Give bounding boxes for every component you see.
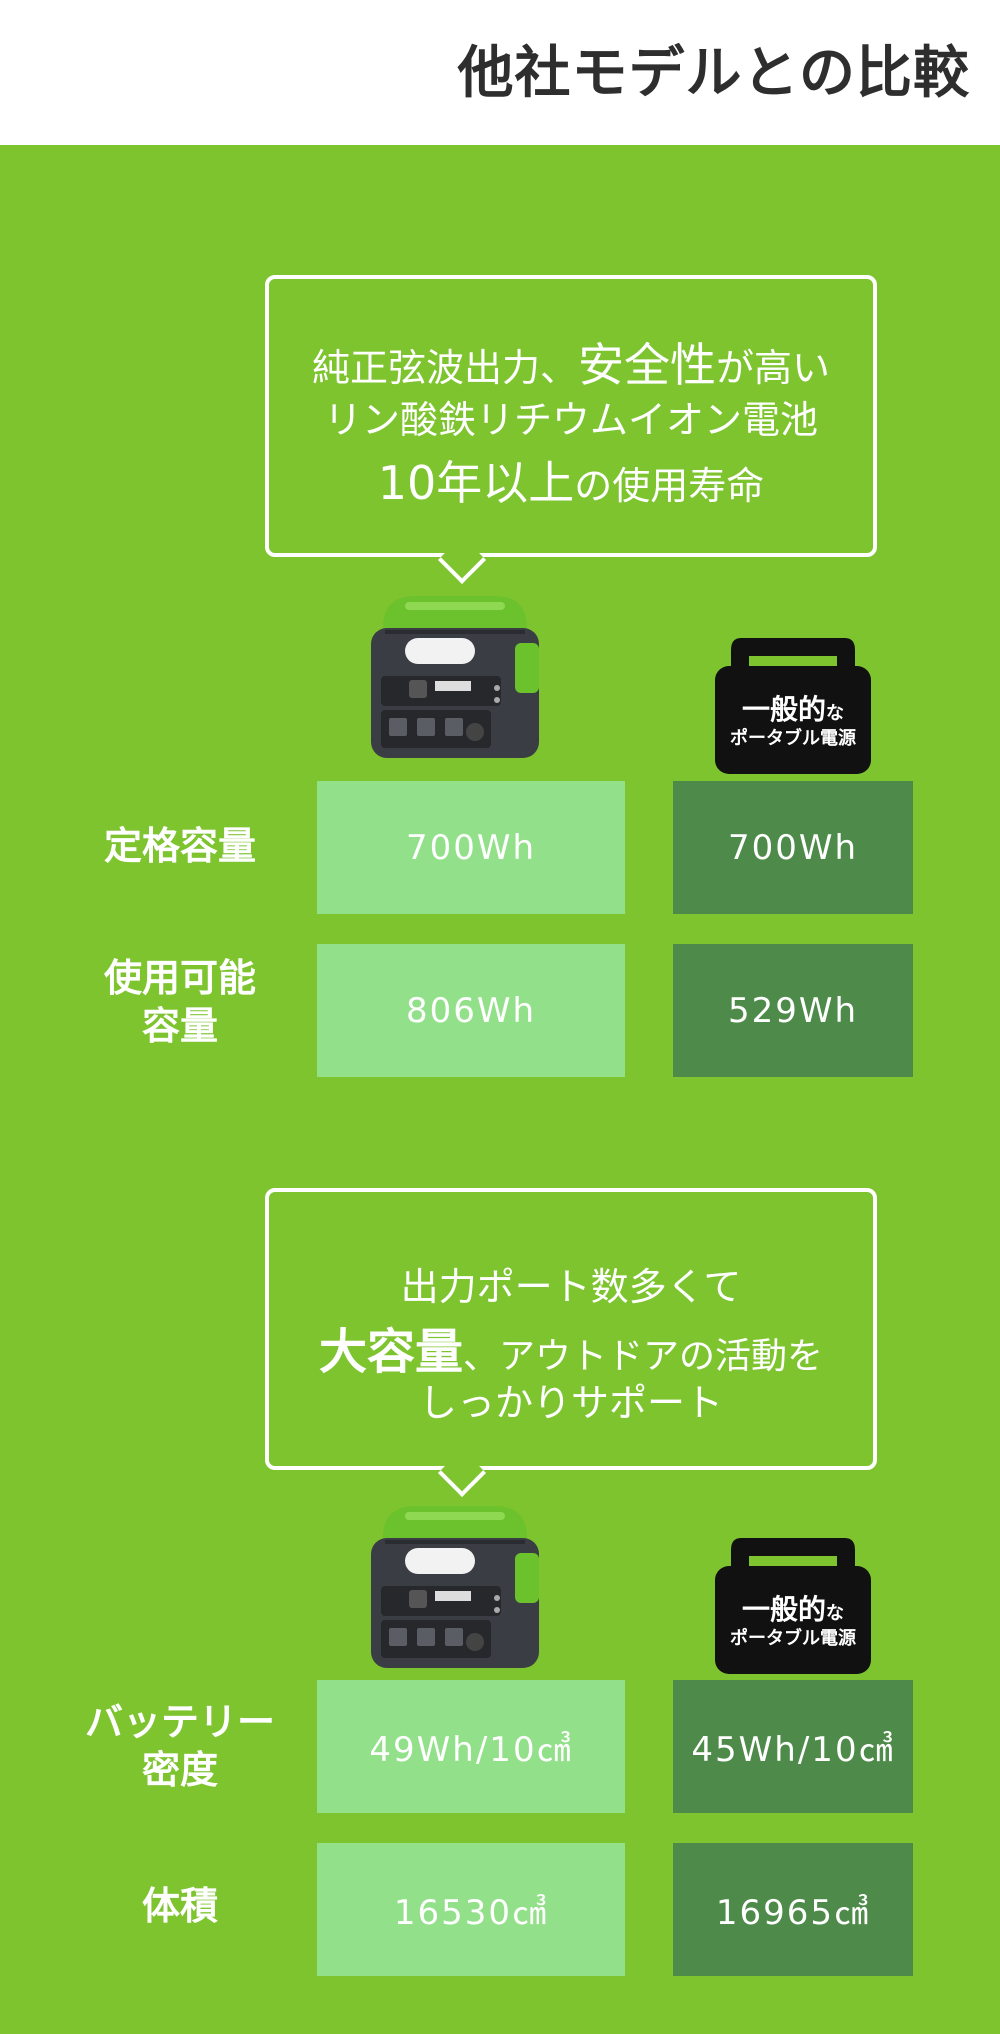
generic-label-main: 一般的な [741, 693, 844, 726]
our-battery-density: 49Wh/10㎤ [317, 1680, 625, 1813]
power-station-image [371, 596, 539, 758]
speech-bubble-2: 出力ポート数多くて 大容量、アウトドアの活動を しっかりサポート [265, 1188, 877, 1498]
generic-label-sub: ポータブル電源 [730, 728, 856, 749]
row-label-volume: 体積 [141, 1884, 218, 1928]
page-title: 他社モデルとの比較 [457, 41, 970, 106]
other-rated-capacity: 700Wh [673, 781, 913, 914]
generic-label-sub: ポータブル電源 [730, 1628, 856, 1649]
bubble-1-line-3: 10年以上の使用寿命 [377, 456, 765, 510]
generic-label-main: 一般的な [741, 1593, 844, 1626]
power-station-image [371, 1506, 539, 1668]
bubble-2-line-3: しっかりサポート [418, 1381, 723, 1425]
bubble-2-line-1: 出力ポート数多くて [400, 1265, 742, 1309]
our-volume: 16530㎤ [317, 1843, 625, 1976]
our-usable-capacity: 806Wh [317, 944, 625, 1077]
generic-power-station-icon [715, 1538, 871, 1674]
row-label-battery-density: バッテリー密度 [84, 1700, 275, 1792]
bubble-1-line-2: リン酸鉄リチウムイオン電池 [323, 398, 818, 442]
generic-power-station-icon [715, 638, 871, 774]
row-label-usable-capacity: 使用可能容量 [103, 956, 256, 1048]
our-rated-capacity: 700Wh [317, 781, 625, 914]
other-battery-density: 45Wh/10㎤ [673, 1680, 913, 1813]
bubble-1-line-1: 純正弦波出力、安全性が高い [311, 338, 831, 392]
header: 他社モデルとの比較 [0, 0, 1000, 145]
row-label-rated-capacity: 定格容量 [103, 824, 256, 868]
other-volume: 16965㎤ [673, 1843, 913, 1976]
speech-bubble-1: 純正弦波出力、安全性が高い リン酸鉄リチウムイオン電池 10年以上の使用寿命 [265, 275, 877, 585]
other-usable-capacity: 529Wh [673, 944, 913, 1077]
bubble-2-line-2: 大容量、アウトドアの活動を [318, 1324, 824, 1380]
